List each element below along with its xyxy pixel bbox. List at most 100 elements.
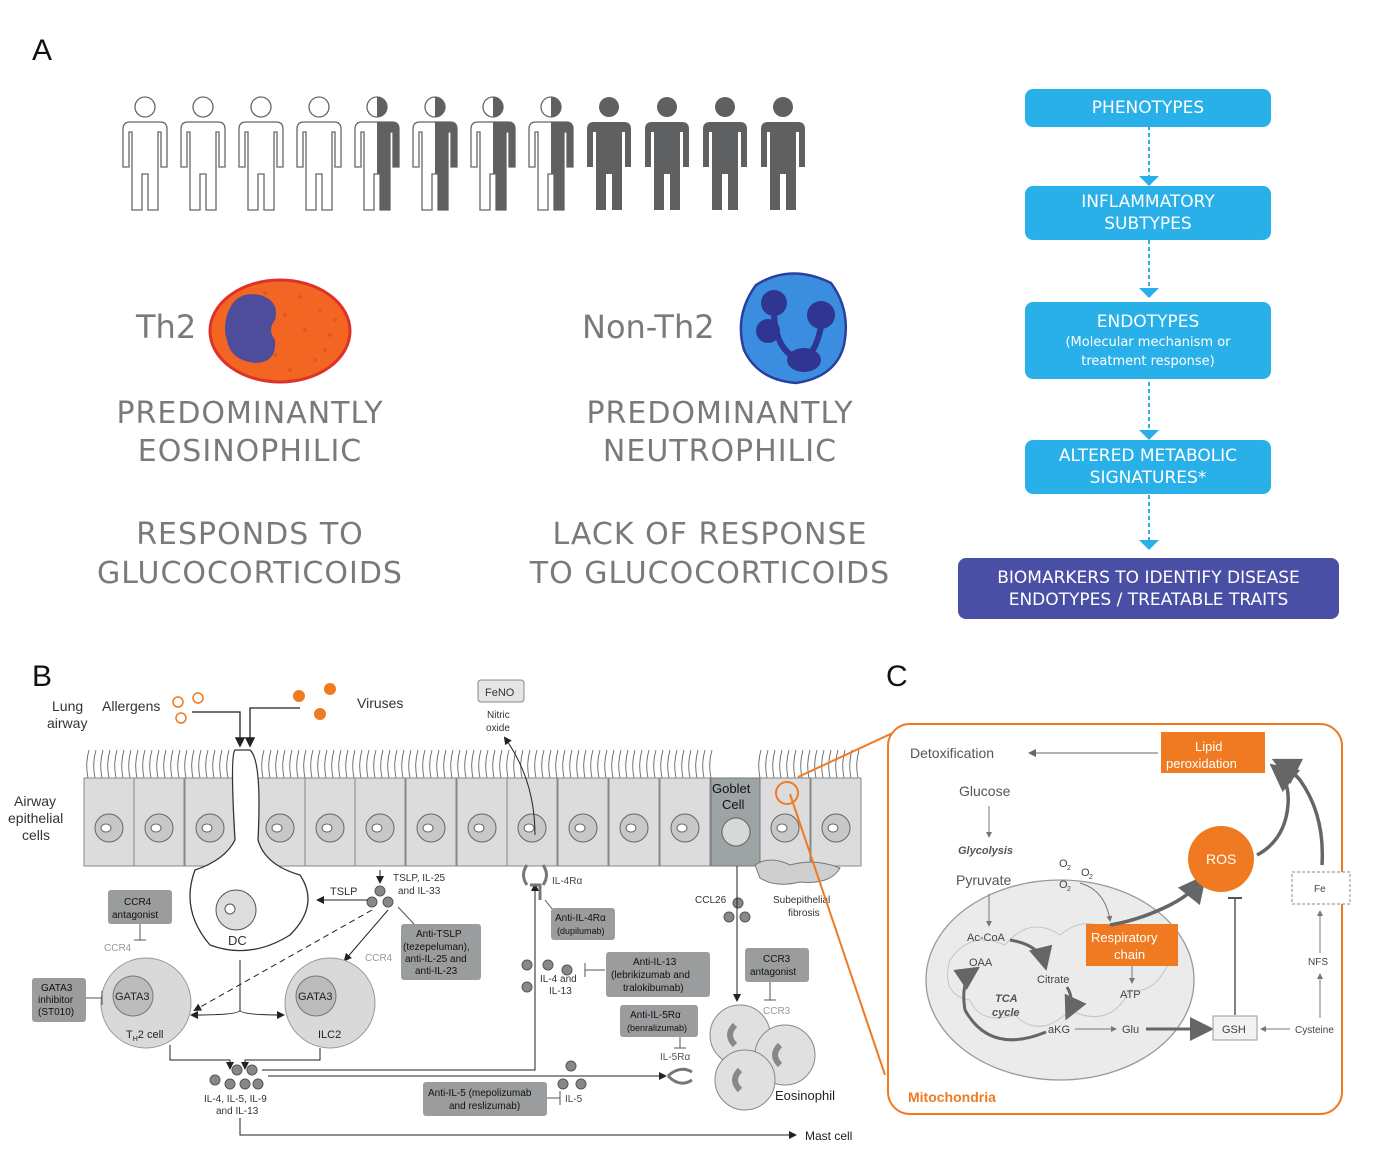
tca-label-2: cycle bbox=[992, 1007, 1020, 1019]
epithelial-cell bbox=[304, 777, 356, 867]
resp-label-2: chain bbox=[1114, 947, 1145, 962]
tca-label-1: TCA bbox=[995, 993, 1018, 1005]
anti-tslp-4: anti-IL-23 bbox=[415, 966, 458, 977]
anti-il5-1: Anti-IL-5 (mepolizumab bbox=[428, 1088, 532, 1099]
th2-eosinophilic: EOSINOPHILIC bbox=[137, 434, 363, 469]
o2-label-1: O bbox=[1059, 858, 1068, 870]
epithelial-cell bbox=[810, 777, 862, 867]
gata3-label-a: GATA3 bbox=[115, 991, 149, 1003]
airway-label-3: cells bbox=[22, 827, 50, 843]
allergen-particles bbox=[172, 692, 204, 724]
th2-predominantly: PREDOMINANTLY bbox=[116, 396, 384, 431]
panel-b-diagram: Lung airway Allergens Viruses FeNO Nitri… bbox=[8, 679, 862, 1143]
anti-il4ra-2: (dupilumab) bbox=[557, 926, 605, 936]
gata3inh-1: GATA3 bbox=[41, 983, 73, 994]
flow-inflam-line1: INFLAMMATORY bbox=[1081, 192, 1215, 212]
svg-text:2: 2 bbox=[1089, 874, 1093, 881]
person-figure bbox=[122, 96, 168, 211]
nonth2-predominantly: PREDOMINANTLY bbox=[586, 396, 854, 431]
il4-il13-1: IL-4 and bbox=[540, 974, 577, 985]
neutrophil-cell-image bbox=[739, 272, 848, 385]
citrate-label: Citrate bbox=[1037, 974, 1069, 986]
gata3-label-b: GATA3 bbox=[298, 991, 332, 1003]
virus-particles bbox=[293, 683, 336, 720]
person-figure bbox=[587, 97, 631, 210]
nitric-label-2: oxide bbox=[486, 723, 510, 734]
flow-bio-line2: ENDOTYPES / TREATABLE TRAITS bbox=[1008, 589, 1289, 610]
svg-text:2: 2 bbox=[1067, 886, 1071, 893]
nonth2-label: Non-Th2 bbox=[582, 308, 715, 346]
anti-tslp-3: anti-IL-25 and bbox=[405, 954, 467, 965]
flow-endotypes: ENDOTYPES (Molecular mechanism or treatm… bbox=[1025, 302, 1271, 379]
flow-arrows bbox=[1139, 126, 1159, 550]
detox-label: Detoxification bbox=[910, 745, 994, 761]
resp-label-1: Respiratory bbox=[1091, 930, 1158, 945]
anti-il4ra-1: Anti-IL-4Rα bbox=[555, 913, 606, 924]
goblet-label-2: Cell bbox=[722, 797, 745, 812]
population-figures bbox=[122, 96, 805, 211]
ccr4-ant-2: antagonist bbox=[112, 910, 158, 921]
airway-label-1: Airway bbox=[14, 793, 56, 809]
il5ra-label: IL-5Rα bbox=[660, 1052, 690, 1063]
feno-label: FeNO bbox=[485, 687, 515, 699]
nfs-label: NFS bbox=[1308, 957, 1328, 968]
ccr4-label-b: CCR4 bbox=[365, 953, 393, 964]
flow-biomarkers: BIOMARKERS TO IDENTIFY DISEASE ENDOTYPES… bbox=[958, 558, 1339, 619]
person-figure bbox=[238, 96, 284, 211]
flow-inflam-line2: SUBTYPES bbox=[1104, 214, 1192, 234]
gata3inh-3: (ST010) bbox=[38, 1007, 74, 1018]
il-cluster-2: and IL-13 bbox=[216, 1106, 259, 1117]
anti-il13-2: (lebrikizumab and bbox=[611, 970, 690, 981]
lung-airway-label-2: airway bbox=[47, 715, 87, 731]
panel-a-letter: A bbox=[32, 34, 53, 67]
nonth2-neutrophilic: NEUTROPHILIC bbox=[602, 434, 838, 469]
il4-il13-2: IL-13 bbox=[549, 986, 572, 997]
mito-label: Mitochondria bbox=[908, 1089, 996, 1105]
pyruvate-label: Pyruvate bbox=[956, 872, 1011, 888]
acoa-label: Ac-CoA bbox=[967, 932, 1006, 944]
tslp-il-label-1: TSLP, IL-25 bbox=[393, 873, 446, 884]
flow-endotypes-sub2: treatment response) bbox=[1081, 353, 1215, 369]
flow-altered-line1: ALTERED METABOLIC bbox=[1058, 446, 1238, 466]
allergens-label: Allergens bbox=[102, 698, 160, 714]
nitric-label-1: Nitric bbox=[487, 710, 510, 721]
svg-text:2: 2 bbox=[1067, 865, 1071, 872]
flow-inflammatory-subtypes: INFLAMMATORY SUBTYPES bbox=[1025, 186, 1271, 240]
mast-cell-label: Mast cell bbox=[805, 1129, 852, 1143]
ccr4-ant-1: CCR4 bbox=[124, 897, 152, 908]
person-figure bbox=[703, 97, 747, 210]
lipid-label-2: peroxidation bbox=[1166, 756, 1237, 771]
anti-tslp-1: Anti-TSLP bbox=[416, 929, 462, 940]
il5-label: IL-5 bbox=[565, 1094, 583, 1105]
il4ra-label: IL-4Rα bbox=[552, 876, 582, 887]
oaa-label: OAA bbox=[969, 957, 993, 969]
ccl26-label: CCL26 bbox=[695, 895, 727, 906]
gsh-label: GSH bbox=[1222, 1024, 1246, 1036]
ilc2-label: ILC2 bbox=[318, 1029, 341, 1041]
person-figure bbox=[412, 96, 458, 211]
anti-il5ra-2: (benralizumab) bbox=[627, 1023, 687, 1033]
fe-label: Fe bbox=[1314, 884, 1326, 895]
zoom-highlight bbox=[775, 781, 799, 805]
tslp-il-label-2: and IL-33 bbox=[398, 886, 441, 897]
o2-label-3: O bbox=[1059, 879, 1068, 891]
lipid-label-1: Lipid bbox=[1195, 739, 1222, 754]
anti-il13-3: tralokibumab) bbox=[623, 983, 684, 994]
person-figure bbox=[645, 97, 689, 210]
flow-altered-line2: SIGNATURES* bbox=[1089, 468, 1207, 488]
glycolysis-label: Glycolysis bbox=[958, 845, 1013, 857]
th2-cell-label: TH2 cell bbox=[126, 1029, 163, 1043]
flow-altered-metabolic: ALTERED METABOLIC SIGNATURES* bbox=[1025, 440, 1271, 494]
th2-responds: RESPONDS TO bbox=[136, 517, 364, 552]
eosinophil-label: Eosinophil bbox=[775, 1088, 835, 1103]
flow-bio-line1: BIOMARKERS TO IDENTIFY DISEASE bbox=[997, 567, 1300, 588]
person-figure bbox=[470, 96, 516, 211]
lung-airway-label-1: Lung bbox=[52, 698, 83, 714]
goblet-label-1: Goblet bbox=[712, 781, 751, 796]
flow-endotypes-sub1: (Molecular mechanism or bbox=[1065, 334, 1231, 350]
ros-label: ROS bbox=[1206, 851, 1236, 867]
anti-il5ra-1: Anti-IL-5Rα bbox=[630, 1010, 681, 1021]
nonth2-glucocorticoids: TO GLUCOCORTICOIDS bbox=[529, 556, 891, 591]
th2-label: Th2 bbox=[136, 308, 197, 346]
ccr4-label-a: CCR4 bbox=[104, 943, 132, 954]
